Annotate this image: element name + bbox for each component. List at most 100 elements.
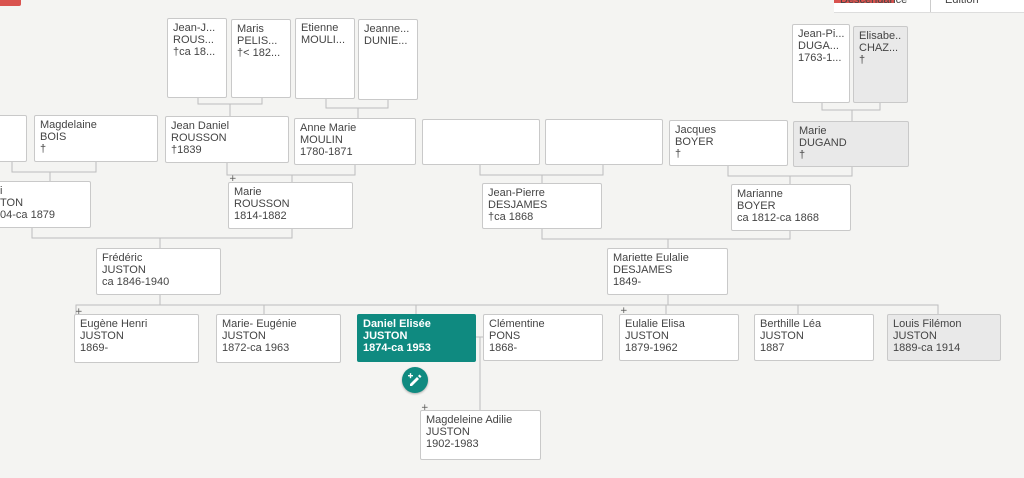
first-name: Mariette Eulalie [613,252,689,264]
dates: † [675,148,682,160]
connector [75,304,939,314]
dates: 1874-ca 1953 [363,342,431,354]
connector [31,228,161,249]
connector [50,161,97,173]
person-card[interactable]: Louis Filémon JUSTON 1889-ca 1914 [887,314,1001,361]
dates: † [859,54,866,66]
person-card[interactable]: Magdeleine Adilie JUSTON 1902-1983 [420,410,541,460]
person-card[interactable]: Jeanne... DUNIE... [358,19,418,100]
selected-person-card[interactable]: Daniel Elisée JUSTON 1874-ca 1953 [357,314,476,362]
last-name: PELIS... [237,35,278,47]
person-card[interactable]: Marie DUGAND † [793,121,909,167]
connector [325,98,359,119]
person-card[interactable]: Frédéric JUSTON ca 1846-1940 [96,248,221,295]
connector [821,102,853,121]
dates: † [40,143,47,155]
first-name: Marie- Eugénie [222,318,297,330]
expand-plus-icon[interactable]: + [620,306,628,316]
first-name: Jean Daniel [171,120,230,132]
person-card[interactable]: Berthille Léa JUSTON 1887 [754,314,874,361]
dates: 1763-1... [798,52,842,64]
expand-plus-icon[interactable]: + [229,174,237,184]
dates: †ca 18... [173,46,216,58]
connector [479,165,543,183]
tab-left[interactable] [0,0,21,6]
last-name: DUGA... [798,40,839,52]
last-name: DUGAND [799,137,847,149]
last-name: JUSTON [760,330,804,342]
last-name: CHAZ... [859,42,899,54]
person-card[interactable]: Marianne BOYER ca 1812-ca 1868 [731,184,851,231]
person-card[interactable]: i TON 04-ca 1879 [0,181,91,228]
first-name: Maris [237,23,264,35]
empty-person-card[interactable] [545,119,663,165]
expand-plus-icon[interactable]: + [421,403,429,413]
first-name: Louis Filémon [893,318,962,330]
connector [790,166,853,177]
person-card[interactable] [0,115,27,162]
first-name: i [0,185,3,197]
last-name: ROUSSON [234,198,290,210]
dates: 1780-1871 [300,146,353,158]
first-name: Magdelaine [40,119,97,131]
last-name: BOYER [737,200,776,212]
expand-plus-icon[interactable]: + [75,307,83,317]
person-card[interactable]: Marie ROUSSON 1814-1882 [228,182,353,229]
dates: †ca 1868 [488,211,534,223]
last-name: DUNIE... [364,35,408,47]
dates: 1889-ca 1914 [893,342,961,354]
top-toolbar: Descendance Édition [0,0,1024,13]
person-card[interactable]: Elisabe... CHAZ... † [853,26,908,103]
person-card[interactable]: Etienne MOULI... [295,18,355,99]
person-card[interactable]: Eugène Henri JUSTON 1869- [74,314,199,363]
person-card[interactable]: Maris PELIS... †< 182... [231,19,291,98]
person-card[interactable]: Magdelaine BOIS † [34,115,158,162]
connector [160,229,293,239]
last-name: JUSTON [363,330,408,342]
connector [226,163,293,183]
connector [230,97,263,105]
dates: 1849- [613,276,642,288]
last-name: DESJAMES [613,264,673,276]
connector [727,166,791,184]
person-card[interactable]: Jacques BOYER † [669,120,788,166]
empty-person-card[interactable] [422,119,540,165]
connector [11,161,51,182]
dates: 1902-1983 [426,438,479,450]
pencil-plus-icon [408,373,422,386]
first-name: Marie [799,125,827,137]
first-name: Marie [234,186,262,198]
person-card[interactable]: Jean-Pierre DESJAMES †ca 1868 [482,183,602,229]
person-card[interactable]: Jean-Pi... DUGA... 1763-1... [792,24,850,103]
dates: 1872-ca 1963 [222,342,290,354]
first-name: Daniel Elisée [363,318,431,330]
dates: 1868- [489,342,518,354]
first-name: Jean-J... [173,22,216,34]
last-name: ROUS... [173,34,214,46]
person-card[interactable]: Marie- Eugénie JUSTON 1872-ca 1963 [216,314,341,363]
tab-edition[interactable]: Édition [945,0,979,6]
last-name: DESJAMES [488,199,548,211]
person-card[interactable]: Anne Marie MOULIN 1780-1871 [294,118,416,165]
edit-person-button[interactable] [402,367,428,393]
dates: 04-ca 1879 [0,209,56,221]
first-name: Jean-Pierre [488,187,545,199]
tab-descendance[interactable]: Descendance [840,0,908,6]
last-name: BOIS [40,131,67,143]
first-name: Jean-Pi... [798,28,844,40]
last-name: JUSTON [222,330,266,342]
first-name: Eulalie Elisa [625,318,685,330]
person-card[interactable]: Mariette Eulalie DESJAMES 1849- [607,248,728,295]
dates: ca 1846-1940 [102,276,170,288]
last-name: PONS [489,330,521,342]
connector [197,97,231,118]
dates: †< 182... [237,47,281,59]
first-name: Jeanne... [364,23,410,35]
person-card[interactable]: Jean Daniel ROUSSON †1839 [165,116,289,163]
connector [292,165,356,176]
person-card[interactable]: Clémentine PONS 1868- [483,314,603,361]
person-card[interactable]: Jean-J... ROUS... †ca 18... [167,18,227,98]
last-name: BOYER [675,136,714,148]
person-card[interactable]: Eulalie Elisa JUSTON 1879-1962 [619,314,739,361]
